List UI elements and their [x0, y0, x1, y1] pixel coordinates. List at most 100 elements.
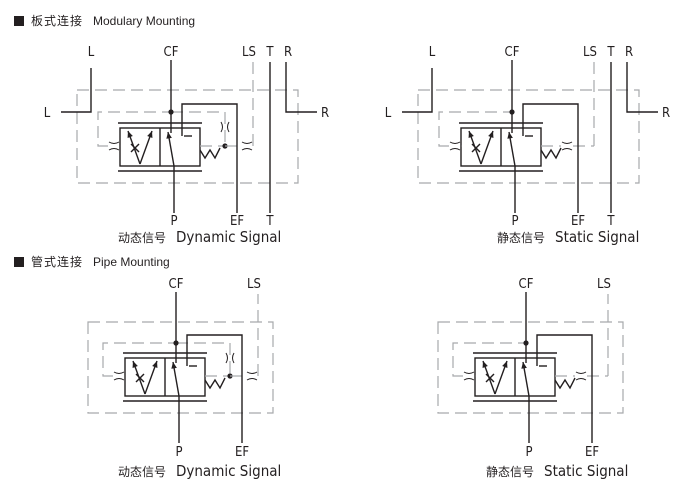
caption-cn: 动态信号	[118, 231, 166, 245]
port-label-ef: EF	[235, 445, 249, 460]
orifice-icon	[225, 352, 235, 364]
pilot-line	[176, 342, 231, 376]
caption-en: Static Signal	[555, 228, 639, 246]
arrow-head-icon	[482, 361, 488, 368]
r-line	[285, 62, 317, 113]
orifice-icon	[246, 371, 258, 381]
port-label-l-left: L	[44, 106, 51, 121]
port-label-ef: EF	[571, 214, 585, 229]
housing-outline	[87, 321, 274, 414]
port-label-cf: CF	[169, 277, 184, 292]
port-label-t-bottom: T	[606, 214, 615, 229]
port-label-p: P	[525, 445, 532, 460]
port-label-ls: LS	[247, 277, 261, 292]
orifice-icon	[575, 371, 587, 381]
orifice-icon	[449, 141, 461, 151]
spring-icon	[540, 147, 562, 160]
spring-icon	[554, 377, 576, 390]
port-label-p: P	[511, 214, 518, 229]
arrow-head-icon	[152, 361, 158, 368]
orifice-icon	[220, 121, 230, 133]
junction-dot	[168, 109, 174, 115]
port-label-t-top: T	[606, 45, 615, 60]
directional-valve	[118, 122, 221, 172]
port-label-ls: LS	[242, 45, 256, 60]
variable-mark	[485, 373, 495, 383]
pilot-line	[97, 111, 171, 147]
port-label-ef: EF	[585, 445, 599, 460]
caption-en: Dynamic Signal	[176, 228, 281, 246]
section-header-modular: 板式连接 Modulary Mounting	[14, 12, 195, 29]
directional-valve	[123, 352, 226, 402]
ef-line	[536, 334, 593, 443]
housing-outline	[437, 321, 624, 414]
l-line	[61, 68, 92, 113]
port-label-ls: LS	[597, 277, 611, 292]
arrow-head-icon	[468, 131, 474, 138]
r-line	[626, 62, 658, 113]
variable-mark	[135, 373, 145, 383]
housing-outline	[76, 89, 299, 184]
directional-valve	[473, 352, 576, 402]
section-title-en: Modulary Mounting	[93, 13, 196, 28]
section-header-pipe: 管式连接 Pipe Mounting	[14, 253, 170, 270]
port-label-r-top: R	[284, 45, 292, 60]
junction-dot	[509, 109, 515, 115]
port-label-cf: CF	[164, 45, 179, 60]
junction-dot	[173, 340, 179, 346]
port-label-ls: LS	[583, 45, 597, 60]
orifice-icon	[463, 371, 475, 381]
housing-outline	[417, 89, 640, 184]
arrow-head-icon	[132, 361, 138, 368]
l-line	[402, 68, 433, 113]
orifice-icon	[113, 371, 125, 381]
section-title-en: Pipe Mounting	[93, 254, 170, 269]
caption-en: Dynamic Signal	[176, 462, 281, 480]
arrow-head-icon	[507, 132, 513, 139]
arrow-head-icon	[147, 131, 153, 138]
port-label-cf: CF	[505, 45, 520, 60]
caption-cn: 静态信号	[486, 465, 534, 479]
port-label-t-top: T	[265, 45, 274, 60]
spring-icon	[204, 377, 226, 390]
caption-cn: 动态信号	[118, 465, 166, 479]
pilot-line	[102, 342, 176, 377]
section-title-cn: 管式连接	[31, 255, 84, 269]
arrow-head-icon	[521, 362, 527, 369]
port-label-r-right: R	[662, 106, 670, 121]
diagram-pipe-static: CF LS P EF 静态信号 Static Signal	[437, 277, 628, 480]
port-label-r-right: R	[321, 106, 329, 121]
ef-line	[522, 103, 579, 213]
pilot-line	[452, 342, 526, 377]
port-label-cf: CF	[519, 277, 534, 292]
port-label-p: P	[170, 214, 177, 229]
arrow-head-icon	[488, 131, 494, 138]
orifice-icon	[108, 141, 120, 151]
port-label-r-top: R	[625, 45, 633, 60]
port-label-t-bottom: T	[265, 214, 274, 229]
ef-line	[186, 334, 243, 443]
arrow-head-icon	[171, 362, 177, 369]
port-label-l-top: L	[429, 45, 436, 60]
pilot-line	[438, 111, 512, 147]
bullet-square-icon	[14, 256, 24, 267]
spring-icon	[199, 147, 221, 160]
arrow-head-icon	[127, 131, 133, 138]
section-title-cn: 板式连接	[31, 14, 84, 28]
caption-en: Static Signal	[544, 462, 628, 480]
orifice-icon	[561, 141, 573, 151]
orifice-icon	[241, 141, 253, 151]
junction-dot	[523, 340, 529, 346]
bullet-square-icon	[14, 15, 24, 26]
ef-line	[181, 103, 238, 213]
variable-mark	[471, 143, 481, 153]
caption-cn: 静态信号	[497, 231, 545, 245]
variable-mark	[130, 143, 140, 153]
pilot-line	[171, 111, 226, 146]
port-label-ef: EF	[230, 214, 244, 229]
directional-valve	[459, 122, 562, 172]
